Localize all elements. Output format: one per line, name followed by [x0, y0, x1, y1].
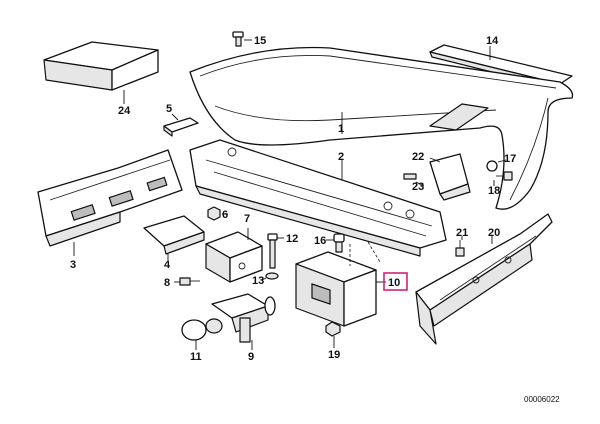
- part-11-buffer: [181, 318, 223, 341]
- callout-22: 22: [412, 151, 424, 163]
- part-8-screw: [179, 277, 200, 286]
- callout-17: 17: [504, 153, 516, 165]
- part-22-bracket: [429, 153, 471, 201]
- callout-16: 16: [314, 235, 326, 247]
- callout-12: 12: [286, 233, 298, 245]
- part-17-clip: [486, 160, 498, 172]
- part-18-screw: [496, 171, 513, 181]
- part-16-clip: [333, 233, 345, 253]
- part-13-washer: [265, 272, 279, 280]
- part-9-absorber: [211, 293, 276, 343]
- part-5-clip: [163, 117, 199, 137]
- part-10-mount: [295, 251, 377, 327]
- part-21-screw: [455, 240, 465, 257]
- part-3-side-bracket: [37, 149, 183, 247]
- callout-10: 10: [388, 277, 400, 289]
- reference-code: 00006022: [524, 395, 560, 404]
- part-23-nut: [403, 173, 417, 180]
- callout-15: 15: [254, 35, 266, 47]
- part-15-screw: [232, 31, 244, 47]
- part-4-lower-bracket: [143, 215, 205, 255]
- callout-8: 8: [164, 277, 170, 289]
- callout-7: 7: [244, 213, 250, 225]
- callout-2: 2: [338, 151, 344, 163]
- part-12-bolt: [267, 233, 278, 269]
- callout-11: 11: [190, 351, 202, 363]
- callout-3: 3: [70, 259, 76, 271]
- part-24-box: [43, 41, 159, 91]
- callout-24: 24: [118, 105, 131, 117]
- callout-4: 4: [164, 259, 171, 271]
- callout-9: 9: [248, 351, 254, 363]
- callout-10-highlight-box: [383, 272, 408, 291]
- part-6-nut: [207, 206, 221, 221]
- callout-20: 20: [488, 227, 500, 239]
- callout-1: 1: [338, 123, 344, 135]
- callout-23: 23: [412, 181, 424, 193]
- part-19-nut: [325, 321, 341, 337]
- callout-14: 14: [486, 35, 499, 47]
- callout-18: 18: [488, 185, 500, 197]
- callout-5: 5: [166, 103, 172, 115]
- part-2-carrier: [189, 139, 447, 257]
- part-1-bumper-cover: [189, 46, 574, 210]
- part-20-rail: [415, 213, 553, 345]
- callout-19: 19: [328, 349, 340, 361]
- callout-21: 21: [456, 227, 468, 239]
- callout-13: 13: [252, 275, 264, 287]
- callout-6: 6: [222, 209, 228, 221]
